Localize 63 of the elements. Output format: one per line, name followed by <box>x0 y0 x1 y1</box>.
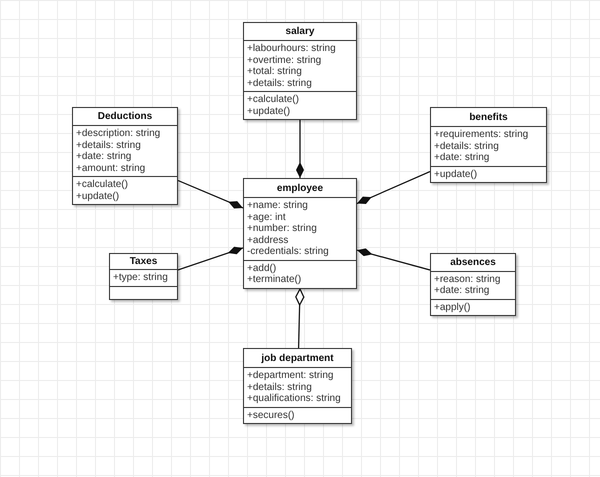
attribute-text: +labourhours: string <box>247 43 337 54</box>
attribute-compartment <box>244 367 351 406</box>
class-name: Deductions <box>98 110 152 124</box>
class-name: benefits <box>469 110 508 124</box>
method-text: +calculate() <box>76 179 129 190</box>
class-box <box>430 107 547 183</box>
attribute-text: +requirements: string <box>434 129 530 140</box>
attribute-text: +details: string <box>247 78 313 89</box>
attribute-text: +name: string <box>247 200 309 212</box>
composition-line <box>178 246 244 270</box>
composition-line <box>178 180 244 209</box>
attribute-text: +qualifications: string <box>247 393 342 404</box>
attribute-text: +address <box>247 234 290 246</box>
attribute-text: +description: string <box>76 128 162 140</box>
attribute-compartment <box>431 270 515 298</box>
attribute-text: +date: string <box>434 152 490 164</box>
attribute-compartment <box>244 40 356 91</box>
method-text: +update() <box>434 168 478 180</box>
composition-line <box>296 120 304 178</box>
attribute-text: +details: string <box>247 382 313 393</box>
class-name: salary <box>286 25 314 39</box>
class-box <box>243 22 357 120</box>
composition-line <box>295 288 304 348</box>
attribute-text: +overtime: string <box>247 54 322 66</box>
attribute-text: +type: string <box>113 272 169 284</box>
method-compartment <box>431 298 515 315</box>
method-text: +add() <box>247 262 278 274</box>
class-box <box>109 253 178 300</box>
method-compartment <box>431 166 546 182</box>
method-text: +calculate() <box>247 94 300 106</box>
composition-line <box>356 248 430 271</box>
attribute-text: +details: string <box>434 140 500 152</box>
class-name: absences <box>450 256 496 270</box>
attribute-text: +reason: string <box>434 274 502 285</box>
attribute-compartment <box>73 125 177 176</box>
attribute-text: +age: int <box>247 212 287 223</box>
attribute-text: +number: string <box>247 223 318 234</box>
class-name: job department <box>261 352 334 366</box>
attribute-compartment <box>431 126 546 166</box>
class-name: Taxes <box>130 255 158 269</box>
attribute-text: -credentials: string <box>247 246 330 258</box>
class-box <box>243 178 357 289</box>
method-compartment <box>244 91 356 119</box>
attribute-compartment <box>244 197 356 260</box>
method-text: +terminate() <box>247 274 302 286</box>
attribute-text: +date: string <box>76 151 132 162</box>
attribute-compartment <box>110 269 177 286</box>
attribute-text: +amount: string <box>76 162 146 174</box>
attribute-text: +details: string <box>76 140 142 151</box>
method-text: +update() <box>76 190 120 202</box>
method-text: +secures() <box>247 410 296 421</box>
method-compartment <box>73 176 177 204</box>
method-text: +update() <box>247 106 292 117</box>
method-compartment <box>244 406 351 423</box>
composition-line <box>356 171 430 204</box>
class-box <box>243 348 352 424</box>
class-name: employee <box>276 182 324 196</box>
attribute-text: +date: string <box>434 285 490 296</box>
attribute-text: +total: string <box>247 66 303 78</box>
attribute-text: +department: string <box>247 370 334 382</box>
class-box <box>72 107 178 205</box>
class-box <box>430 253 516 316</box>
method-text: +apply() <box>434 302 472 313</box>
